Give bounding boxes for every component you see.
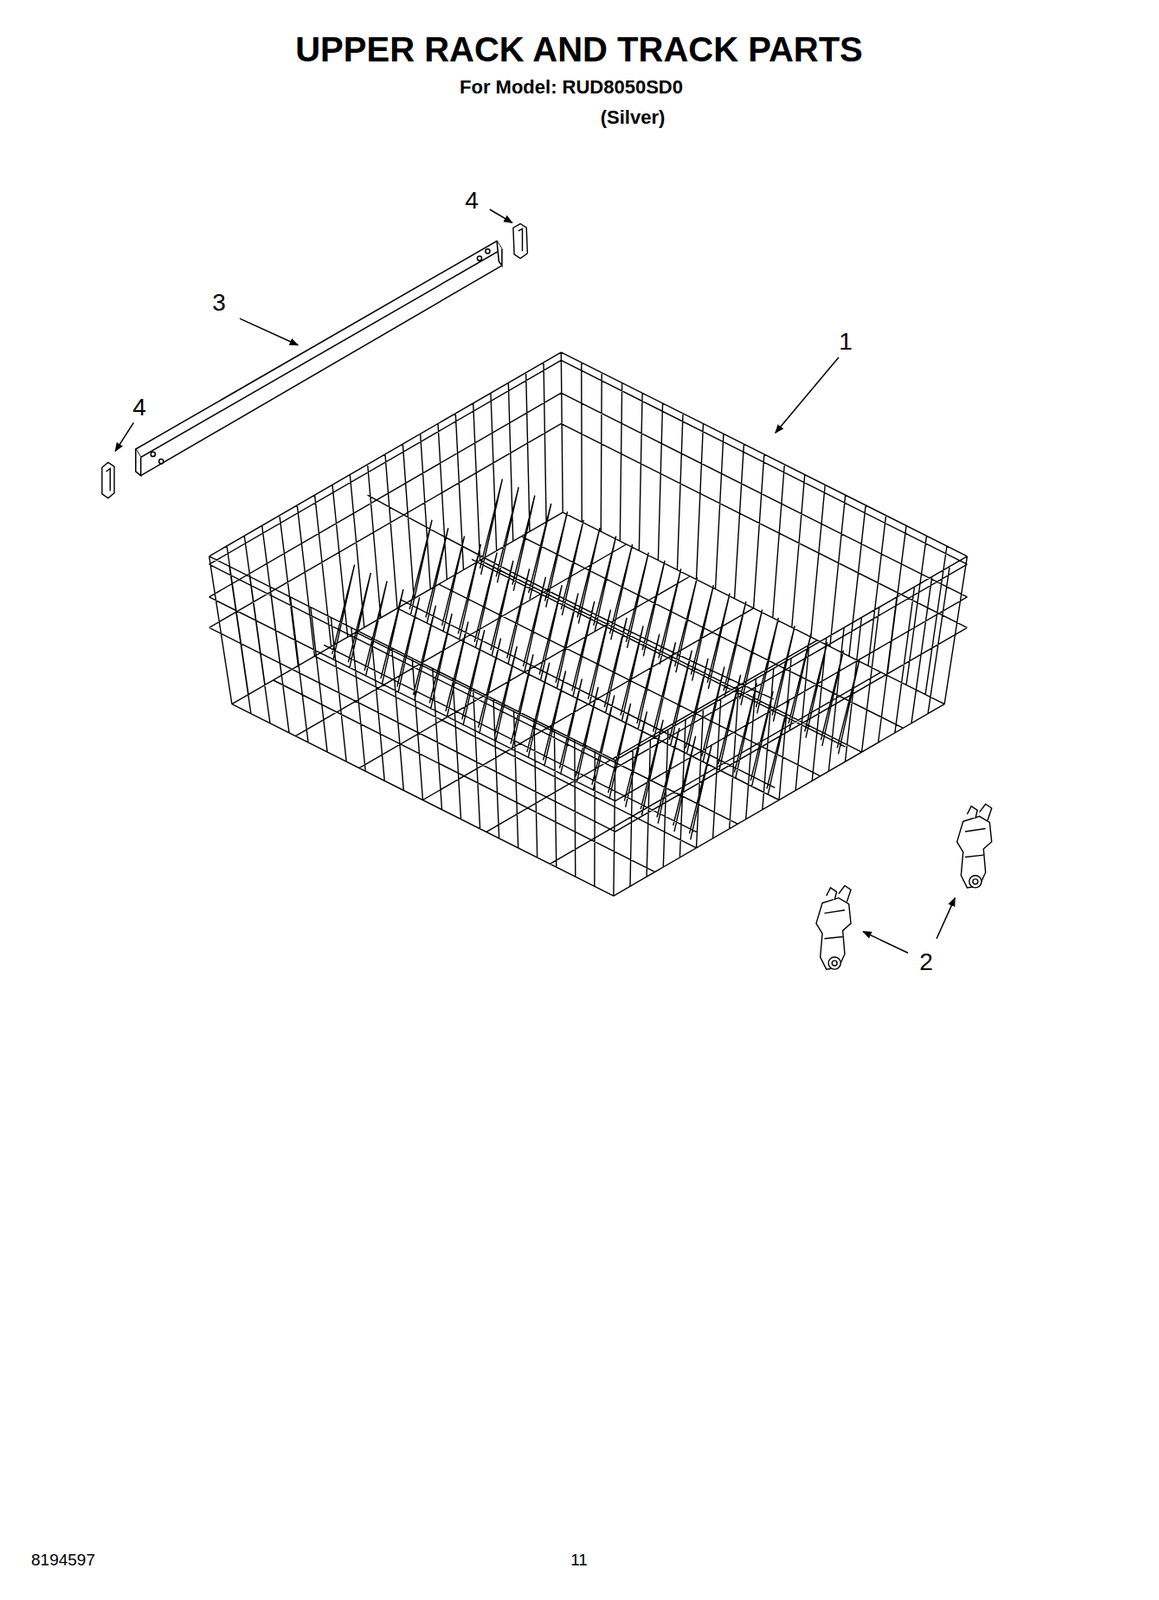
document-number: 8194597	[29, 1551, 97, 1571]
leader-arrow	[115, 209, 955, 953]
callout-number: 3	[210, 289, 228, 317]
rack-wires	[209, 352, 968, 896]
model-line: For Model: RUD8050SD0	[457, 77, 685, 98]
rack-track	[135, 241, 503, 477]
callout-number: 2	[917, 949, 935, 977]
callout-number: 4	[130, 394, 149, 422]
upper-rack	[209, 352, 968, 896]
callout-number: 1	[837, 328, 855, 356]
rack-adjuster	[816, 804, 992, 970]
track-end-cap	[102, 224, 528, 499]
page-title: UPPER RACK AND TRACK PARTS	[293, 30, 865, 69]
page-number: 11	[568, 1551, 590, 1571]
color-note: (Silver)	[598, 107, 668, 129]
callout-number: 4	[463, 187, 481, 215]
